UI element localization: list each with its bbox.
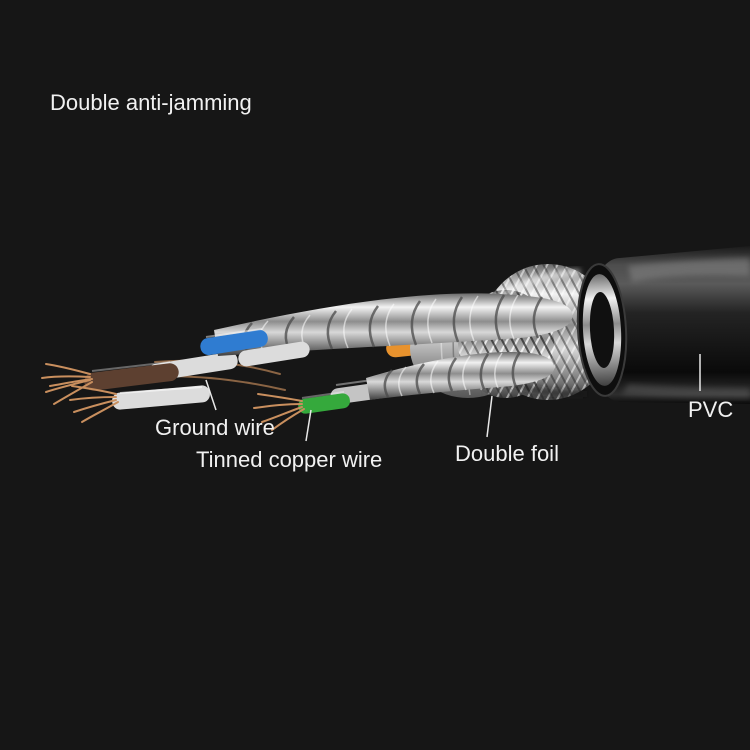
copper-strands-white-wire	[69, 385, 119, 423]
white-wire-behind-blue	[238, 341, 310, 367]
ground-wire-leader-line	[205, 379, 217, 411]
copper-strands-brown-wire	[41, 363, 93, 405]
pvc-jacket-top-sheen	[628, 258, 750, 282]
label-ground-wire: Ground wire	[155, 415, 275, 440]
green-wire-highlight	[301, 391, 345, 399]
label-tinned-copper-wire: Tinned copper wire	[196, 447, 383, 472]
brown-wire	[84, 363, 179, 391]
green-wire	[298, 393, 350, 414]
blue-wire	[200, 329, 268, 356]
double-foil-leader-line	[486, 395, 493, 438]
twisted-pair-lower	[366, 351, 555, 400]
tinned-copper-wire-leader-line	[305, 409, 312, 442]
label-double-anti-jamming: Double anti-jamming	[50, 90, 252, 115]
label-double-foil: Double foil	[455, 441, 559, 466]
jacket-cut-face	[576, 263, 628, 397]
copper-strands-green-wire	[253, 393, 305, 431]
pvc-jacket-bottom-sheen	[622, 384, 750, 398]
label-pvc: PVC	[688, 397, 734, 422]
blue-wire-highlight	[205, 328, 263, 338]
pvc-jacket	[588, 246, 750, 404]
brown-wire-highlight	[91, 361, 171, 372]
white-wire-highlight	[119, 386, 203, 394]
white-wire	[112, 385, 210, 410]
